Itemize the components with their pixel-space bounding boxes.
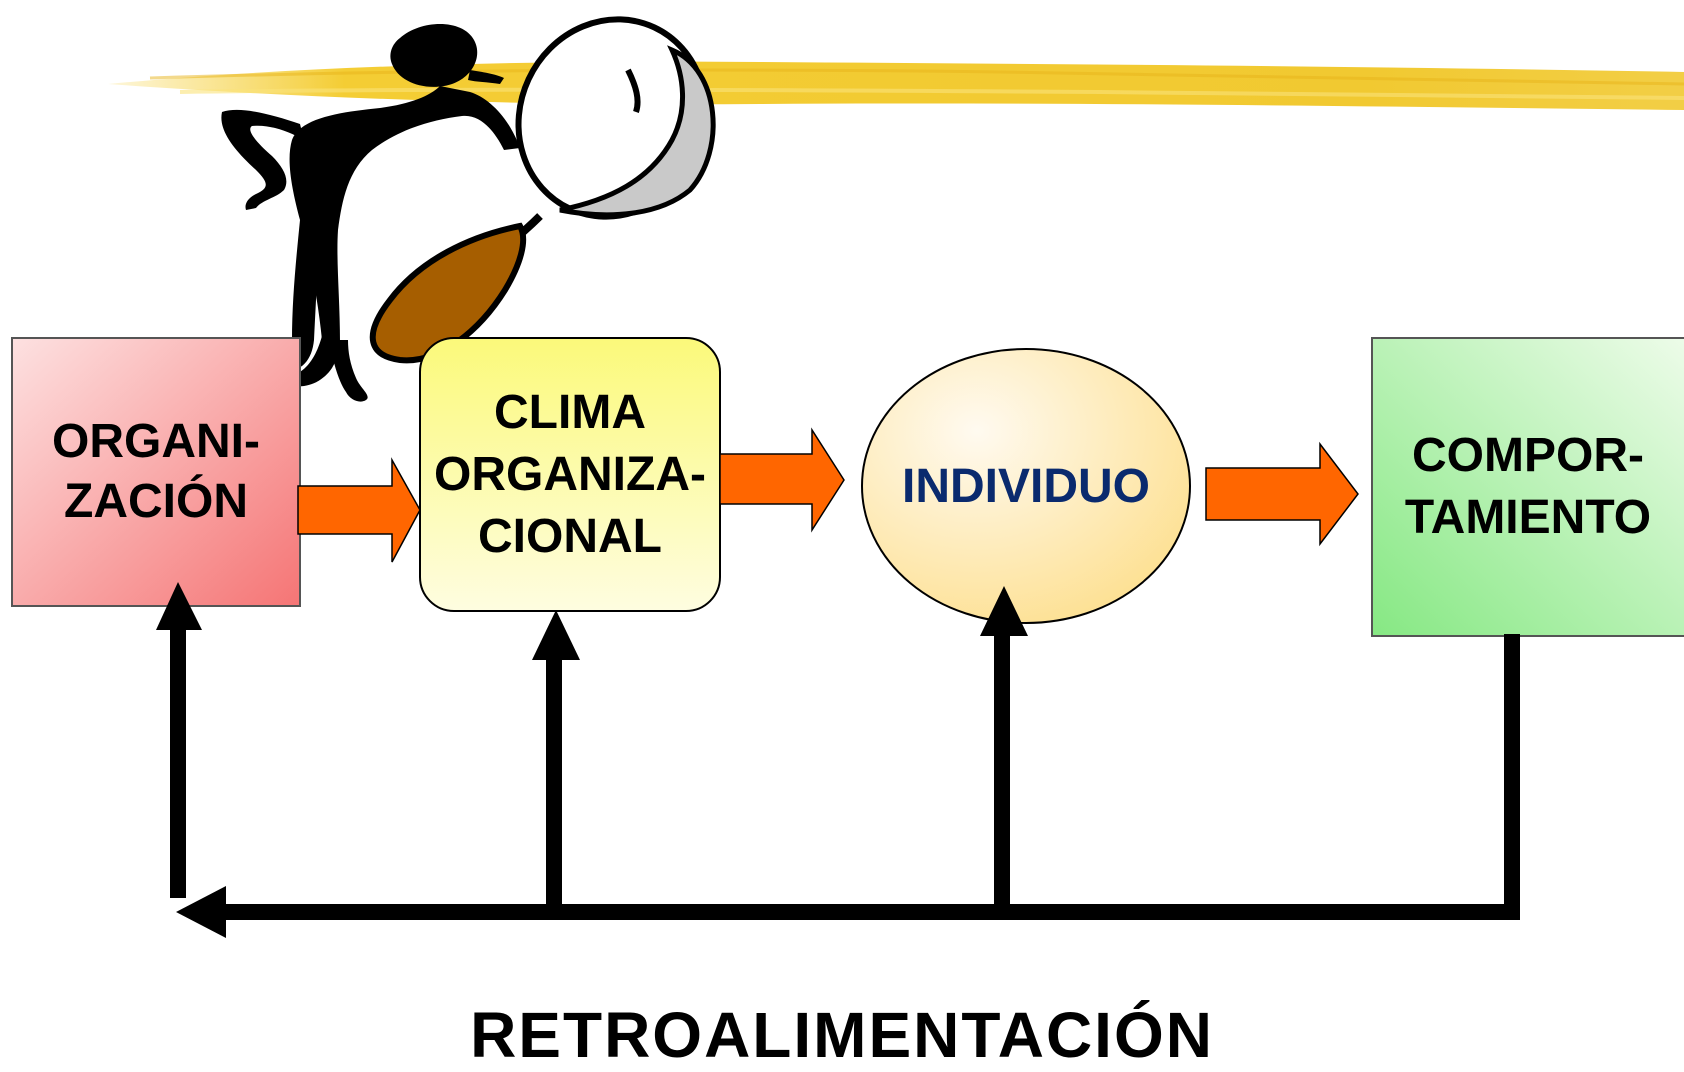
comportamiento-label: COMPOR- TAMIENTO (1372, 338, 1684, 636)
clima-label-line1: CLIMA (494, 385, 646, 439)
flow-arrow-organizacion-to-clima (297, 457, 421, 563)
organizacion-label-line2: ZACIÓN (64, 475, 248, 528)
flow-arrow-individuo-to-comportamiento (1205, 441, 1359, 547)
retroalimentacion-caption: RETROALIMENTACIÓN (470, 999, 1214, 1071)
feedback-loop (156, 582, 1520, 938)
individuo-node (861, 348, 1191, 624)
comportamiento-label-line2: TAMIENTO (1404, 491, 1652, 544)
clima-label-line3: CIONAL (478, 509, 662, 563)
organizacion-box (11, 337, 301, 607)
comportamiento-box (1371, 337, 1684, 637)
organizacion-label-line1: ORGANI- (52, 415, 260, 468)
clima-label-line2: ORGANIZA- (434, 447, 706, 501)
individuo-label: INDIVIDUO (901, 459, 1150, 513)
individuo-label-wrap: INDIVIDUO (862, 350, 1190, 622)
highlighter-stroke (108, 61, 1684, 110)
organizacion-label: ORGANI- ZACIÓN (12, 338, 300, 606)
clima-organizacional-label: CLIMA ORGANIZA- CIONAL (420, 338, 720, 611)
detective-with-magnifying-glass-icon (221, 16, 716, 402)
flow-arrow-clima-to-individuo (719, 427, 845, 533)
comportamiento-label-line1: COMPOR- (1412, 429, 1644, 482)
